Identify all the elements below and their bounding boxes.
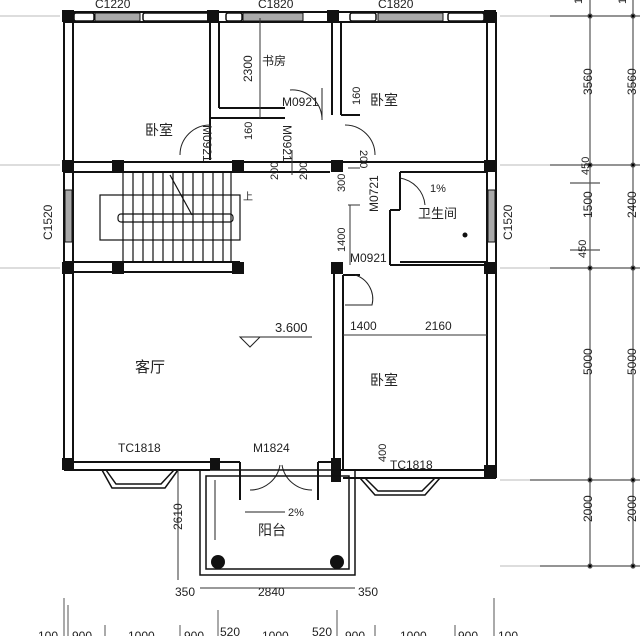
dim-160b: 160 [351, 87, 363, 105]
dim-right-inner-0: 3560 [581, 68, 595, 95]
window-label-bay-right: TC1818 [390, 458, 433, 472]
window-label-top-mid: C1820 [258, 0, 294, 11]
room-label-balcony: 阳台 [258, 523, 286, 539]
dim-bottom-7: 900 [345, 629, 365, 636]
dim-study-depth: 2300 [241, 55, 255, 82]
dim-bottom-8: 1000 [400, 629, 427, 636]
room-label-bathroom: 卫生间 [418, 207, 457, 222]
dim-bedroom-se-w2: 2160 [425, 319, 452, 333]
dim-right-inner-4: 5000 [581, 348, 595, 375]
dim-160a: 160 [243, 122, 255, 140]
room-label-living-room: 客厅 [135, 358, 165, 376]
dim-top-0: 120 [573, 0, 585, 4]
door-label-study: M0921 [282, 95, 319, 109]
dim-bottom-0: 100 [38, 629, 58, 636]
dim-bottom-2: 1000 [128, 629, 155, 636]
room-label-bedroom-ne: 卧室 [370, 92, 398, 109]
dim-400: 400 [377, 444, 389, 462]
dim-bottom-10: 100 [498, 629, 518, 636]
door-label-bathroom: M0721 [367, 175, 381, 212]
window-label-top-right: C1820 [378, 0, 414, 11]
window-label-bay-left: TC1818 [118, 441, 161, 455]
room-label-bedroom-nw: 卧室 [145, 122, 173, 139]
dim-300: 300 [336, 174, 348, 192]
dim-bottom-1: 900 [72, 629, 92, 636]
floor-drain-icon [462, 232, 468, 238]
dim-right-inner-1: 450 [580, 157, 592, 175]
bathroom-slope: 1% [430, 183, 446, 195]
room-label-bedroom-se: 卧室 [370, 372, 398, 389]
dim-200c: 200 [357, 150, 369, 168]
window-label-left: C1520 [41, 204, 55, 240]
dim-balcony-depth: 2610 [171, 503, 185, 530]
elevation-label: 3.600 [275, 320, 308, 335]
dim-bottom-3: 900 [184, 629, 204, 636]
dim-right-inner-3: 450 [577, 240, 589, 258]
dim-right-inner-5: 2000 [581, 495, 595, 522]
dim-bottom-6: 520 [312, 625, 332, 636]
dim-bottom-9: 900 [458, 629, 478, 636]
window-label-top-left: C1220 [95, 0, 131, 11]
dim-bottom-4: 520 [220, 625, 240, 636]
dim-200b: 200 [298, 162, 310, 180]
dim-balcony-side-right: 350 [358, 585, 378, 599]
dim-bottom-5: 1000 [262, 629, 289, 636]
door-label-bedroom-ne: M0921 [280, 125, 294, 162]
dim-balcony-side-left: 350 [175, 585, 195, 599]
dim-right-outer-2: 5000 [625, 348, 639, 375]
door-label-bedroom-nw: M0921 [200, 125, 214, 162]
dim-right-outer-0: 3560 [625, 68, 639, 95]
dim-right-inner-2: 1500 [581, 191, 595, 218]
stair-up-label: 上 [243, 191, 253, 203]
dim-right-outer-3: 2000 [625, 495, 639, 522]
dim-top-1: 120 [617, 0, 629, 4]
balcony-slope: 2% [288, 507, 304, 519]
door-label-balcony: M1824 [253, 441, 290, 455]
dim-bedroom-se-w1: 1400 [350, 319, 377, 333]
window-label-right: C1520 [501, 204, 515, 240]
dim-200a: 200 [269, 162, 281, 180]
room-label-study: 书房 [262, 53, 286, 68]
dim-1400-vertical: 1400 [336, 228, 348, 252]
dim-balcony-width: 2840 [258, 585, 285, 599]
dim-right-outer-1: 2400 [625, 191, 639, 218]
door-label-bedroom-se: M0921 [350, 251, 387, 265]
